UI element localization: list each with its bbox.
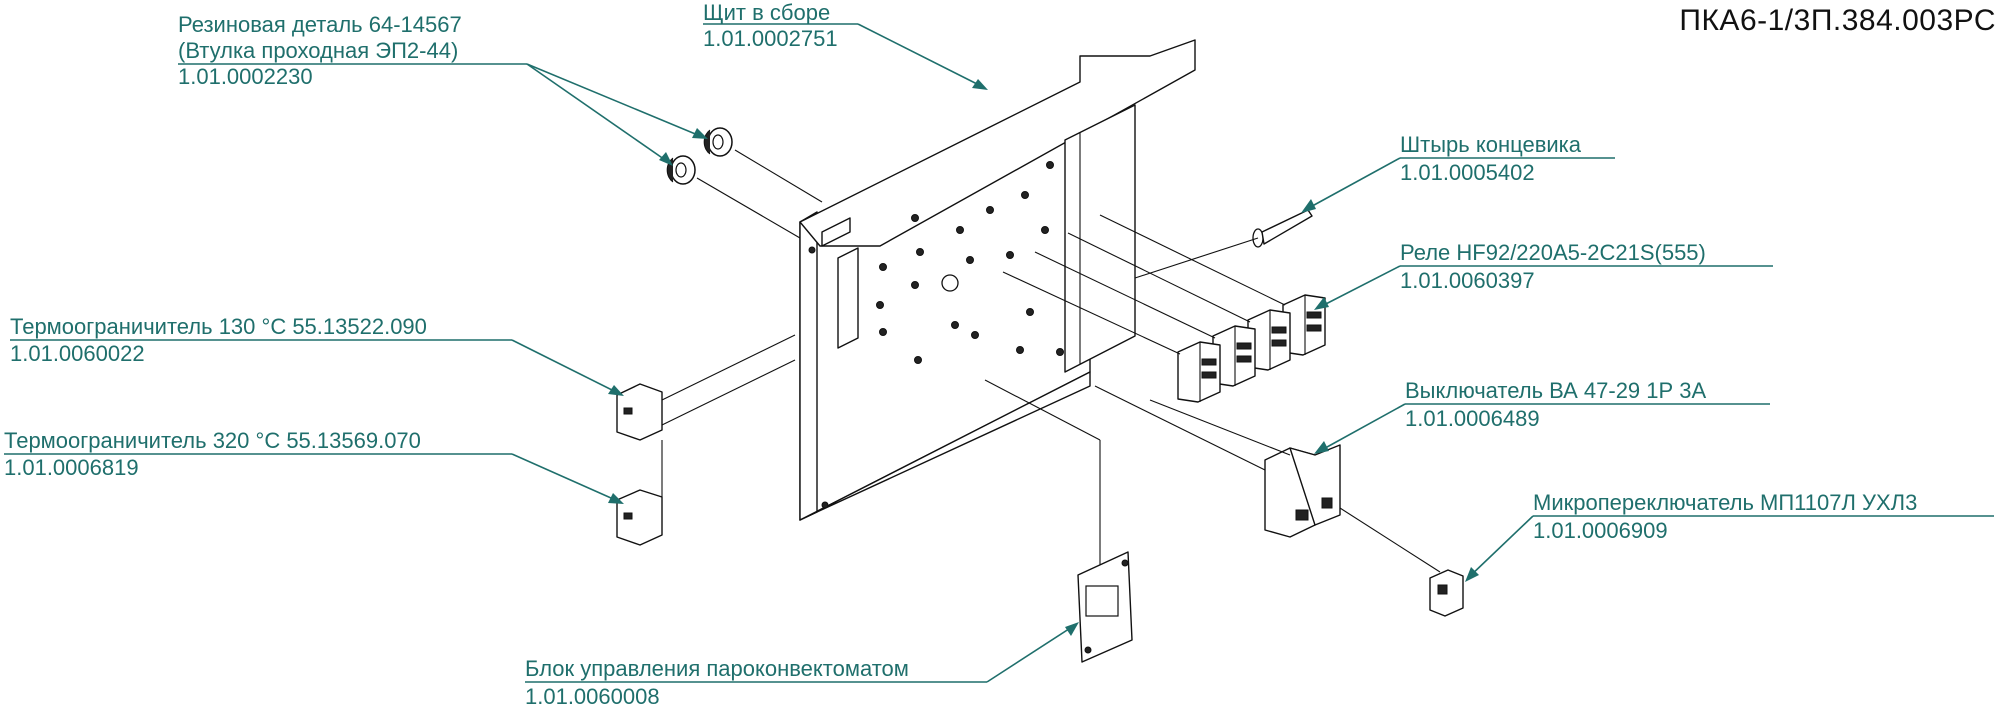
panel-assembly-part (799, 39, 1196, 521)
callout-thermostat-130-line1: Термоограничитель 130 °С 55.13522.090 (10, 314, 427, 339)
callout-panel-assembly-code: 1.01.0002751 (703, 26, 838, 51)
callout-microswitch-code: 1.01.0006909 (1533, 518, 1668, 543)
callout-panel-assembly-line1: Щит в сборе (703, 0, 830, 25)
callout-relay-line1: Реле HF92/220A5-2C21S(555) (1400, 240, 1706, 265)
callout-circuit-breaker-code: 1.01.0006489 (1405, 406, 1540, 431)
callout-rubber-part-line1: Резиновая деталь 64-14567 (178, 12, 462, 37)
callout-panel-assembly: Щит в сборе 1.01.0002751 (703, 0, 988, 90)
callout-control-unit: Блок управления пароконвектоматом 1.01.0… (525, 622, 1079, 709)
callout-rubber-part: Резиновая деталь 64-14567 (Втулка проход… (178, 12, 708, 166)
microswitch-part (1339, 507, 1464, 617)
callout-thermostat-320: Термоограничитель 320 °С 55.13569.070 1.… (4, 428, 624, 504)
relay-parts (1002, 214, 1326, 403)
callout-rubber-part-line2: (Втулка проходная ЭП2-44) (178, 38, 458, 63)
callout-limit-pin-code: 1.01.0005402 (1400, 160, 1535, 185)
callout-limit-pin: Штырь концевика 1.01.0005402 (1301, 132, 1615, 213)
drawing-number: ПКА6-1/3П.384.003РС (1679, 4, 1996, 37)
callout-relay: Реле HF92/220A5-2C21S(555) 1.01.0060397 (1314, 240, 1773, 310)
callout-thermostat-130: Термоограничитель 130 °С 55.13522.090 1.… (10, 314, 624, 396)
callout-rubber-part-code: 1.01.0002230 (178, 64, 313, 89)
callout-thermostat-320-code: 1.01.0006819 (4, 455, 139, 480)
thermostat-130-part (616, 334, 796, 441)
callout-thermostat-130-code: 1.01.0060022 (10, 341, 145, 366)
callout-relay-code: 1.01.0060397 (1400, 268, 1535, 293)
callout-microswitch: Микропереключатель МП1107Л УХЛ3 1.01.000… (1465, 490, 1994, 582)
callout-circuit-breaker: Выключатель ВА 47-29 1Р 3А 1.01.0006489 (1314, 378, 1770, 454)
control-unit-part (984, 379, 1133, 663)
callout-limit-pin-line1: Штырь концевика (1400, 132, 1582, 157)
callout-control-unit-code: 1.01.0060008 (525, 684, 660, 709)
callout-circuit-breaker-line1: Выключатель ВА 47-29 1Р 3А (1405, 378, 1707, 403)
callout-control-unit-line1: Блок управления пароконвектоматом (525, 656, 909, 681)
callout-thermostat-320-line1: Термоограничитель 320 °С 55.13569.070 (4, 428, 421, 453)
rubber-grommet-parts (666, 127, 823, 239)
circuit-breaker-part (1094, 385, 1341, 538)
thermostat-320-part (616, 440, 663, 546)
limit-pin-part (1252, 209, 1313, 248)
callout-microswitch-line1: Микропереключатель МП1107Л УХЛ3 (1533, 490, 1917, 515)
